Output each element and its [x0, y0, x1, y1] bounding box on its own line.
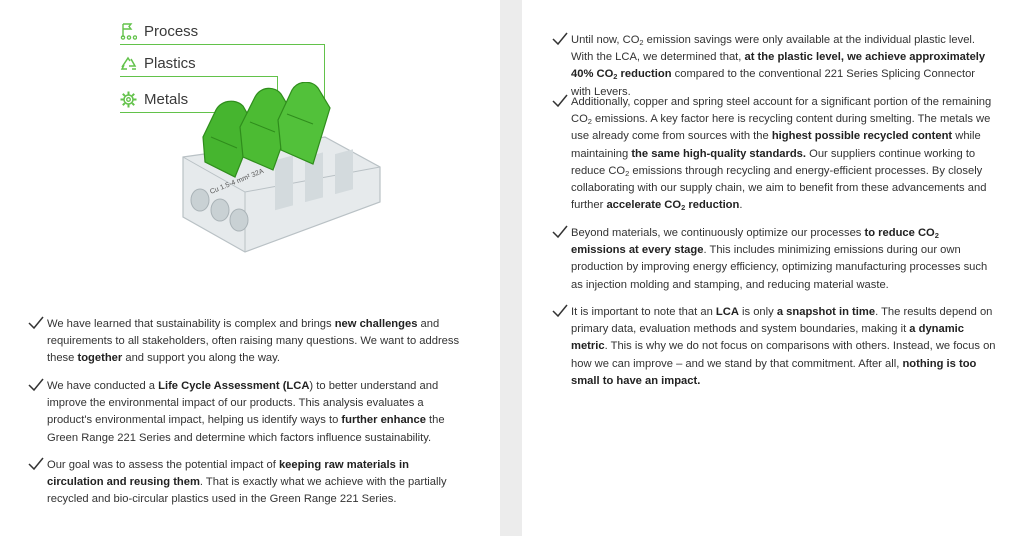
bold-text: together [77, 352, 123, 365]
text-segment: . The results depend on primary data, ev… [571, 306, 993, 336]
left-pane: Process Plastics Metals [0, 0, 500, 536]
bold-text: new challenges [334, 318, 418, 330]
left-bullet-3: Our goal was to assess the potential imp… [28, 457, 468, 509]
page-divider [500, 0, 522, 536]
bold-text: the same high-quality standards. [631, 147, 807, 160]
left-bullet-3-text: Our goal was to assess the potential imp… [47, 457, 468, 509]
bold-text: LCA [715, 306, 739, 318]
leader-line-process [120, 44, 325, 100]
text-segment: . This includes minimizing emissions dur… [571, 244, 988, 291]
checkmark-icon [552, 225, 568, 239]
checkmark-icon [552, 304, 568, 318]
text-segment: Our goal was to assess the potential imp… [47, 459, 279, 471]
text-segment: Beyond materials, we continuously optimi… [571, 227, 865, 239]
checkmark-icon [28, 457, 44, 471]
subscript-text: 2 [613, 72, 618, 82]
right-bullet-2-text: Additionally, copper and spring steel ac… [571, 94, 996, 214]
checkmark-icon [28, 316, 44, 330]
text-segment: We have learned that sustainability is c… [47, 318, 335, 330]
bold-text: highest possible recycled content [771, 130, 953, 143]
bold-text: nothing is too small to have an impact. [571, 357, 977, 387]
text-segment: . [739, 199, 743, 212]
recycling-icon [120, 56, 137, 70]
gear-icon [120, 91, 137, 108]
bold-text: reduction [617, 68, 672, 81]
right-bullet-4-text: It is important to note that an LCA is o… [571, 304, 996, 390]
text-segment: Additionally, copper and spring steel ac… [571, 96, 992, 126]
bold-text: accelerate CO [606, 199, 682, 212]
legend-plastics-label: Plastics [144, 55, 196, 72]
text-segment: the Green Range 221 Series and determine… [47, 414, 445, 444]
text-segment: emissions through recycling and energy-e… [571, 164, 987, 212]
connector-product-image: Cu 1.5-4 mm² 32A [182, 82, 381, 253]
bold-text: emissions at every stage [571, 244, 704, 257]
text-segment: emissions. A key factor here is recyclin… [571, 113, 991, 143]
subscript-text: 2 [587, 117, 592, 127]
left-bullet-2-text: We have conducted a Life Cycle Assessmen… [47, 378, 468, 447]
left-bullet-2: We have conducted a Life Cycle Assessmen… [28, 378, 468, 447]
text-segment: We have conducted a [47, 380, 159, 392]
legend-process-label: Process [144, 23, 199, 40]
checkmark-icon [552, 32, 568, 46]
right-bullet-2: Additionally, copper and spring steel ac… [552, 94, 996, 214]
subscript-text: 2 [934, 231, 939, 240]
right-bullet-1: Until now, CO2 emission savings were onl… [552, 32, 996, 101]
legend-metals: Metals [120, 91, 188, 108]
right-bullet-3: Beyond materials, we continuously optimi… [552, 225, 996, 294]
text-segment: . This is why we do not focus on compari… [571, 340, 996, 370]
process-flow-icon [120, 23, 137, 40]
text-segment: . That is exactly what we achieve with t… [47, 476, 447, 506]
text-segment: It is important to note that an [571, 306, 716, 318]
text-segment: Until now, CO [571, 34, 640, 46]
text-segment: emission savings were only available at … [571, 34, 976, 64]
bold-text: a dynamic metric [571, 323, 965, 353]
right-pane: Until now, CO2 emission savings were onl… [522, 0, 1024, 536]
subscript-text: 2 [625, 168, 630, 178]
text-segment: ) to better understand and improve the e… [47, 380, 439, 427]
subscript-text: 2 [639, 38, 644, 47]
text-segment: and support you along the way. [122, 352, 281, 365]
bold-text: reduction [685, 199, 740, 212]
bold-text: keeping raw materials in circulation and… [47, 459, 409, 489]
left-bullet-1-text: We have learned that sustainability is c… [47, 316, 468, 368]
legend-plastics: Plastics [120, 55, 196, 72]
text-segment: is only [738, 306, 777, 318]
text-segment: and requirements to all stakeholders, of… [47, 318, 460, 365]
text-segment: while maintaining [571, 130, 981, 160]
bold-text: Life Cycle Assessment (LCA [158, 380, 310, 392]
left-bullet-1: We have learned that sustainability is c… [28, 316, 468, 368]
right-bullet-1-text: Until now, CO2 emission savings were onl… [571, 32, 996, 101]
bold-text: a snapshot in time [776, 306, 876, 318]
right-bullet-4: It is important to note that an LCA is o… [552, 304, 996, 390]
bold-text: further enhance [341, 414, 426, 427]
bold-text: to reduce CO [864, 227, 935, 239]
bold-text: at the plastic level, we achieve approxi… [571, 51, 986, 81]
right-bullet-3-text: Beyond materials, we continuously optimi… [571, 225, 996, 294]
text-segment: Our suppliers continue working to reduce… [571, 147, 976, 177]
text-segment: compared to the conventional 221 Series … [571, 68, 976, 98]
checkmark-icon [552, 94, 568, 108]
checkmark-icon [28, 378, 44, 392]
legend-process: Process [120, 23, 198, 40]
legend-metals-label: Metals [144, 91, 189, 108]
subscript-text: 2 [681, 203, 686, 213]
